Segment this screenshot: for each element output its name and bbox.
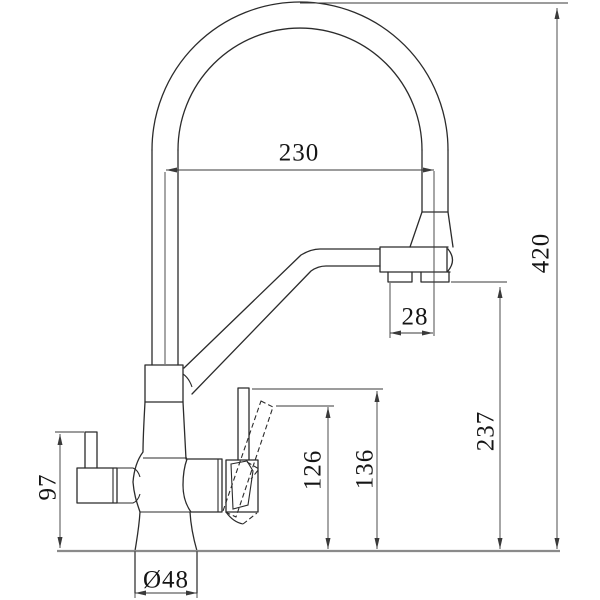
dim-label-237: 237 [472, 410, 500, 452]
spout-nozzle-cone [409, 211, 454, 248]
dim-label-230: 230 [278, 139, 320, 167]
dim-label-126: 126 [299, 449, 327, 491]
extension-lines [55, 2, 568, 598]
lever-handle-tilted-dashed [222, 400, 274, 525]
spout-tube [182, 248, 381, 395]
dim-label-420: 420 [527, 232, 555, 274]
lever-handle-body [225, 459, 259, 525]
faucet-body [132, 401, 223, 594]
dim-label-diameter-48: Ø48 [142, 566, 190, 594]
gooseneck-spout-arc [151, 1, 449, 366]
dim-label-97: 97 [34, 473, 62, 501]
dim-label-28: 28 [401, 303, 429, 331]
lever-handle-upright [237, 387, 250, 461]
dim-label-136: 136 [351, 448, 379, 490]
side-filter-valve [76, 431, 141, 504]
aerator-block [379, 246, 454, 283]
body-top-cap [144, 364, 184, 403]
